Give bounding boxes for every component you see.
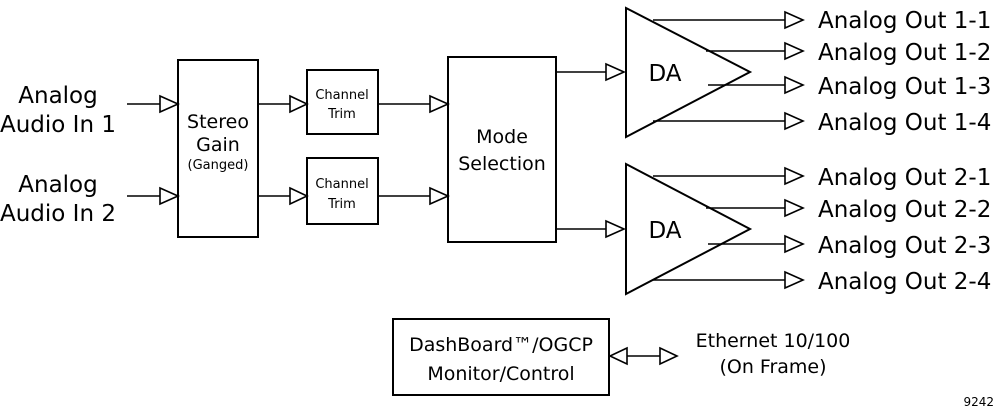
out-1-1-connector [653,10,805,30]
output-label-2-2: Analog Out 2-2 [818,197,991,223]
da-1-amplifier [625,6,753,139]
out-1-4-connector [653,111,805,131]
figure-number: 9242 [963,395,994,409]
channel-trim-2-label-line2: Trim [327,197,356,212]
output-label-1-4: Analog Out 1-4 [818,110,991,136]
ethernet-label-line2: (On Frame) [719,356,826,378]
mode-selection-label-line2: Selection [458,153,546,175]
gain-to-trim-2-connector [258,186,309,206]
output-label-1-3: Analog Out 1-3 [818,74,991,100]
trim-1-to-mode-connector [378,94,450,114]
output-label-2-3: Analog Out 2-3 [818,233,991,259]
channel-trim-1-block [306,69,379,135]
out-2-4-connector [653,270,805,290]
output-label-2-4: Analog Out 2-4 [818,269,991,295]
ethernet-label-line1: Ethernet 10/100 [696,330,851,352]
input-1-label-line1: Analog [18,83,97,109]
out-2-3-connector [708,234,805,254]
da-1-label: DA [648,61,681,87]
out-2-2-connector [706,198,805,218]
output-label-2-1: Analog Out 2-1 [818,165,991,191]
stereo-gain-block [177,59,259,238]
stereo-gain-label-line3: (Ganged) [188,158,249,173]
ethernet-bidirectional-arrow [608,346,679,366]
channel-trim-2-label-line1: Channel [315,177,368,192]
out-1-2-connector [706,41,805,61]
da-2-amplifier [625,162,753,296]
output-label-1-2: Analog Out 1-2 [818,40,991,66]
out-1-3-connector [708,75,805,95]
trim-2-to-mode-connector [378,186,450,206]
stereo-gain-label-line2: Gain [196,134,240,156]
control-label-line2: Monitor/Control [427,363,574,385]
channel-trim-1-label-line1: Channel [315,88,368,103]
mode-selection-label-line1: Mode [476,126,528,148]
control-block [392,318,610,396]
output-label-1-1: Analog Out 1-1 [818,8,991,34]
input-2-label-line2: Audio In 2 [0,201,116,227]
mode-to-da-2-connector [556,219,626,239]
channel-trim-1-label-line2: Trim [327,107,356,122]
channel-trim-2-block [306,157,379,225]
out-2-1-connector [653,166,805,186]
mode-to-da-1-connector [556,62,626,82]
input-1-label-line2: Audio In 1 [0,112,116,138]
input-1-connector [127,94,180,114]
input-2-label-line1: Analog [18,172,97,198]
input-2-connector [127,186,180,206]
mode-selection-block [447,56,557,243]
stereo-gain-label-line1: Stereo [187,111,249,133]
control-label-line1: DashBoard™/OGCP [409,334,593,356]
da-2-label: DA [648,218,681,244]
gain-to-trim-1-connector [258,94,309,114]
